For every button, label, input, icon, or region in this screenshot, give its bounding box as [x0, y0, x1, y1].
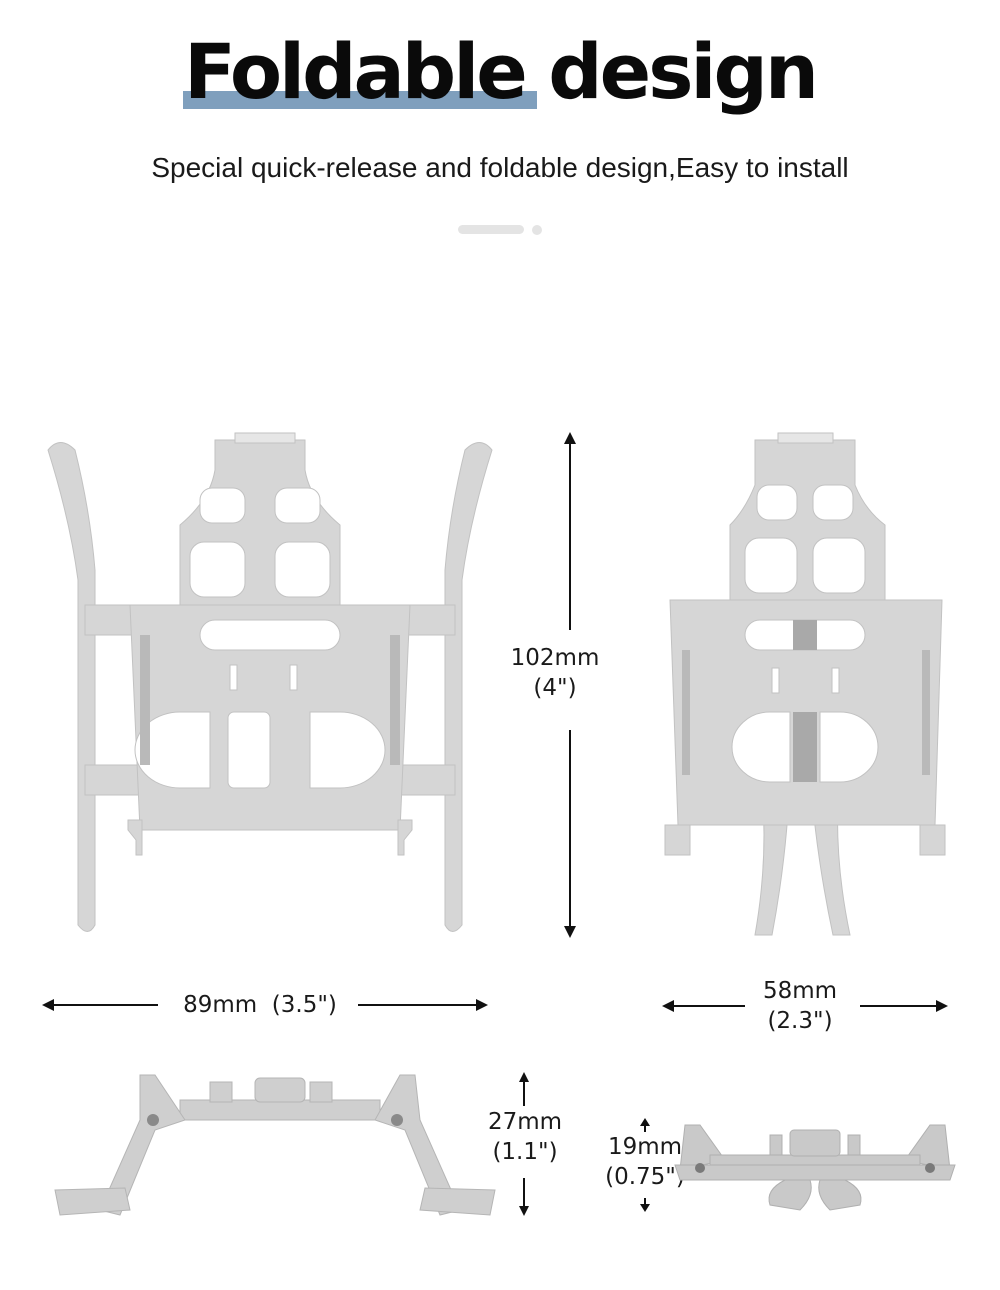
- height-mm: 102mm: [510, 645, 600, 671]
- folded-side-height-label: 19mm (0.75"): [575, 1132, 715, 1192]
- height-dimension-arrow: [564, 432, 576, 938]
- side-unfolded-view: [54, 1074, 496, 1216]
- pager-dot[interactable]: [532, 225, 542, 235]
- side-height-label: 27mm (1.1"): [460, 1107, 590, 1167]
- folded-side-height-arrow: [640, 1118, 650, 1212]
- page-title-text: Foldable design: [184, 27, 819, 116]
- side-folded-view: [674, 1124, 956, 1211]
- front-width-arrow: [42, 999, 488, 1011]
- folded-width-inch: (2.3"): [767, 1008, 833, 1034]
- front-unfolded-view: [47, 432, 493, 932]
- height-inch: (4"): [533, 675, 577, 701]
- height-dimension-label: 102mm (4"): [495, 643, 615, 703]
- folded-side-height-mm: 19mm: [607, 1134, 683, 1160]
- front-width-label: 89mm (3.5"): [183, 992, 337, 1018]
- side-height-inch: (1.1"): [492, 1139, 558, 1165]
- title-accent-bar: [183, 91, 537, 109]
- header: Foldable design: [0, 22, 1000, 122]
- pager-active-indicator[interactable]: [458, 225, 524, 234]
- folded-width-label: 58mm (2.3"): [740, 976, 860, 1036]
- folded-width-mm: 58mm: [762, 978, 838, 1004]
- folded-width-arrow: [662, 1000, 948, 1012]
- page-subtitle: Special quick-release and foldable desig…: [151, 152, 849, 183]
- side-height-arrow: [519, 1072, 529, 1216]
- side-height-mm: 27mm: [487, 1109, 563, 1135]
- page-title: Foldable design: [184, 22, 819, 122]
- front-folded-view: [664, 432, 946, 936]
- folded-side-height-inch: (0.75"): [605, 1164, 685, 1190]
